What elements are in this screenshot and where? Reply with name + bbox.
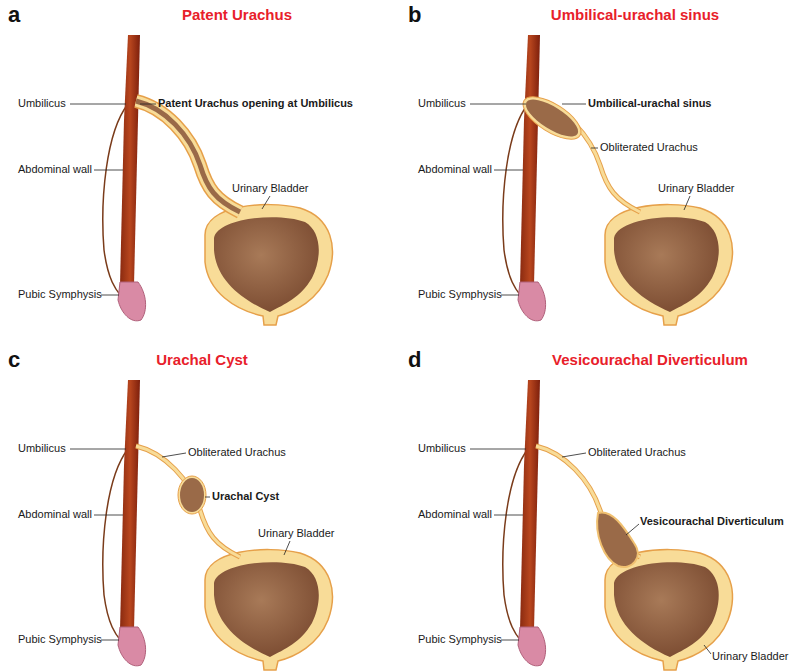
part-label: Pubic Symphysis [18, 288, 102, 301]
highlight-label: Vesicourachal Diverticulum [640, 515, 784, 528]
highlight-label: Umbilical-urachal sinus [588, 97, 711, 110]
leader-lines [470, 449, 711, 654]
sinus-wall [517, 89, 588, 148]
urachus-wall [136, 101, 240, 212]
panel-title: Umbilical-urachal sinus [551, 6, 719, 24]
part-label: Umbilicus [18, 97, 66, 110]
part-label: Abdominal wall [418, 508, 492, 521]
part-label: Abdominal wall [18, 508, 92, 521]
part-label: Obliterated Urachus [188, 446, 286, 459]
panel-letter: c [8, 347, 20, 373]
part-label: Urinary Bladder [232, 182, 308, 195]
part-label: Urinary Bladder [712, 650, 788, 663]
anatomy-base [103, 35, 333, 325]
part-label: Pubic Symphysis [418, 633, 502, 646]
part-label: Pubic Symphysis [18, 633, 102, 646]
leader-lines [70, 104, 270, 295]
anatomy-base [103, 380, 333, 670]
part-label: Umbilicus [418, 442, 466, 455]
cyst-wall [178, 476, 206, 514]
part-label: Urinary Bladder [258, 527, 334, 540]
panel-letter: d [408, 347, 421, 373]
leader-lines [470, 104, 690, 295]
part-label: Umbilicus [418, 97, 466, 110]
panel-title: Vesicourachal Diverticulum [552, 351, 748, 369]
part-label: Obliterated Urachus [588, 446, 686, 459]
panel-title: Patent Urachus [182, 6, 292, 24]
part-label: Pubic Symphysis [418, 288, 502, 301]
part-label: Umbilicus [18, 442, 66, 455]
panel-c-art [70, 380, 332, 670]
diverticulum [597, 512, 638, 567]
highlight-label: Urachal Cyst [212, 490, 279, 503]
leader-lines [70, 449, 290, 640]
urachus-outline [136, 101, 240, 212]
panel-title: Urachal Cyst [156, 351, 248, 369]
part-label: Urinary Bladder [658, 182, 734, 195]
part-label: Obliterated Urachus [600, 141, 698, 154]
urachal-sinus [521, 93, 584, 143]
part-label: Abdominal wall [418, 163, 492, 176]
panel-letter: b [408, 2, 421, 28]
highlight-label: Patent Urachus opening at Umbilicus [158, 97, 353, 110]
panel-a-art [70, 35, 332, 325]
panel-letter: a [8, 2, 20, 28]
part-label: Abdominal wall [18, 163, 92, 176]
anatomy-base [503, 35, 733, 325]
urachal-cyst [180, 478, 204, 512]
patent-lumen [136, 101, 240, 212]
panel-b-art [470, 35, 732, 325]
